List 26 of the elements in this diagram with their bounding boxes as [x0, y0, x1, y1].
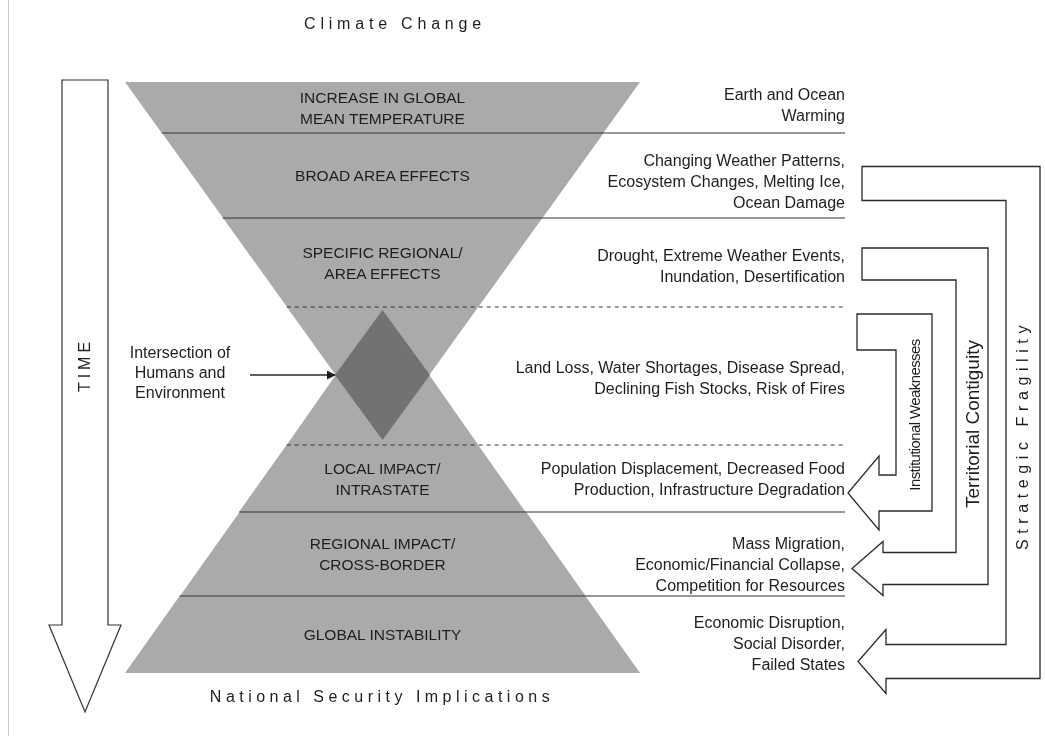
effect-text: Changing Weather Patterns, Ecosystem Changes, Melting Ice, Ocean Damage — [607, 152, 845, 211]
edge-label: Institutional Weaknesses — [906, 339, 922, 491]
funnel-band — [179, 512, 586, 596]
top-heading: Climate Change — [304, 16, 486, 32]
effect-text: Population Displacement, Decreased Food Production, Infrastructure Degradation — [540, 460, 845, 498]
effect-text: Economic Disruption, Social Disorder, Failed States — [693, 614, 845, 673]
funnel-band — [222, 218, 543, 307]
effect-text: Drought, Extreme Weather Events, Inundation, Desertification — [597, 247, 845, 285]
funnel-band — [125, 82, 640, 133]
band-label: GLOBAL INSTABILITY — [303, 626, 462, 643]
arrow — [249, 370, 336, 380]
funnel-band — [161, 133, 604, 218]
axis-label: TIME — [77, 337, 93, 393]
effect-text: Mass Migration, Economic/Financial Collapse, Competition for Resources — [635, 535, 845, 594]
diamond-shape — [335, 310, 430, 440]
band-label: LOCAL IMPACT/ INTRASTATE — [324, 459, 441, 498]
effect-text: Land Loss, Water Shortages, Disease Spread, Declining Fish Stocks, Risk of Fires — [515, 359, 845, 397]
callout-text: Intersection of Humans and Environment — [129, 344, 231, 401]
band-label: BROAD AREA EFFECTS — [295, 167, 470, 184]
funnel-band — [125, 596, 640, 673]
bottom-heading: National Security Implications — [209, 689, 555, 705]
band-label: INCREASE IN GLOBAL MEAN TEMPERATURE — [299, 88, 466, 127]
band-label: SPECIFIC REGIONAL/ AREA EFFECTS — [302, 243, 463, 282]
band-label: REGIONAL IMPACT/ CROSS-BORDER — [309, 535, 456, 573]
effect-text: Earth and Ocean Warming — [724, 86, 845, 124]
funnel-band — [239, 445, 526, 512]
